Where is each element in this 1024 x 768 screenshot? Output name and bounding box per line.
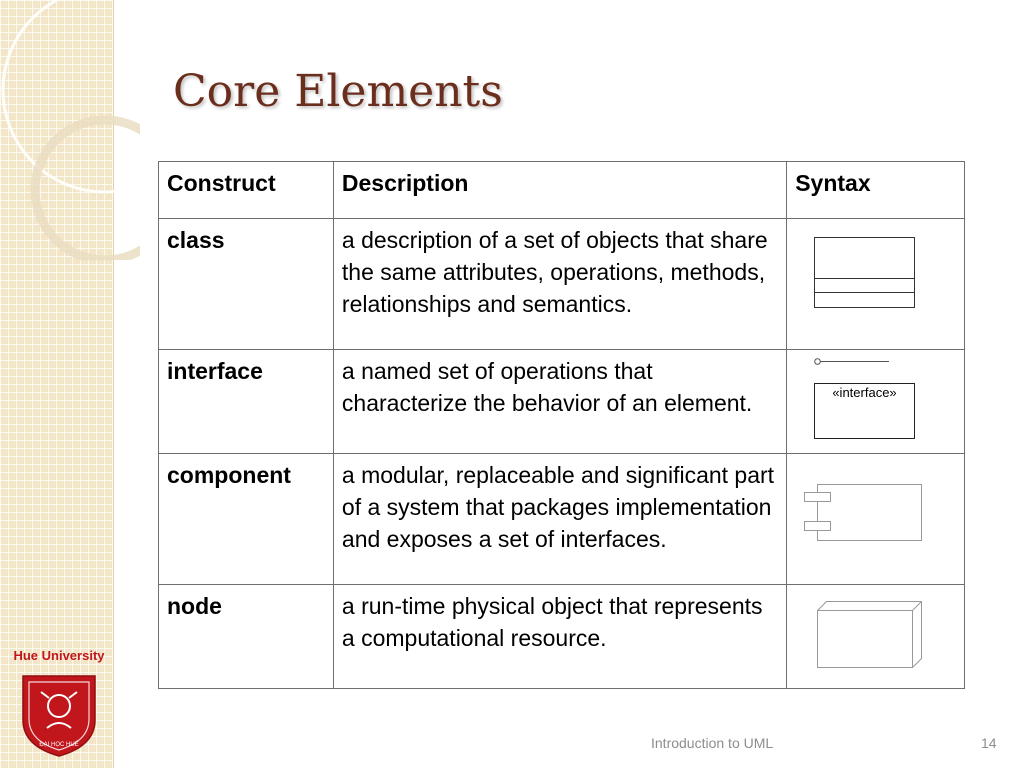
description-cell: a description of a set of objects that s… (332, 218, 788, 350)
interface-stereotype-label: «interface» (833, 385, 897, 400)
description-cell: a named set of operations that character… (332, 349, 788, 454)
table-row: component a modular, replaceable and sig… (158, 453, 965, 585)
construct-cell: class (158, 218, 334, 350)
page-number: 14 (981, 735, 997, 751)
university-shield-icon: ĐẠI HỌC HUẾ (22, 675, 96, 757)
construct-cell: interface (158, 349, 334, 454)
table-row: class a description of a set of objects … (158, 218, 965, 350)
syntax-cell (786, 584, 965, 689)
syntax-cell (786, 453, 965, 585)
syntax-cell: «interface» (786, 349, 965, 454)
construct-cell: node (158, 584, 334, 689)
description-cell: a run-time physical object that represen… (332, 584, 788, 689)
core-elements-table: Construct Description Syntax class a des… (158, 161, 965, 689)
footer-title: Introduction to UML (651, 735, 774, 751)
header-description: Description (332, 161, 788, 219)
header-construct: Construct (158, 161, 334, 219)
seal-text: ĐẠI HỌC HUẾ (39, 741, 78, 748)
node-symbol-icon (817, 601, 923, 668)
construct-cell: component (158, 453, 334, 585)
table-row: interface a named set of operations that… (158, 349, 965, 454)
table-header-row: Construct Description Syntax (158, 161, 965, 219)
component-symbol-icon (804, 484, 923, 541)
header-syntax: Syntax (786, 161, 965, 219)
class-symbol-icon (814, 237, 916, 308)
syntax-cell (786, 218, 965, 350)
decorative-sidebar (0, 0, 114, 768)
university-name: Hue University (13, 648, 105, 663)
table-row: node a run-time physical object that rep… (158, 584, 965, 689)
interface-symbol-icon: «interface» (814, 358, 916, 439)
description-cell: a modular, replaceable and significant p… (332, 453, 788, 585)
slide-title: Core Elements (173, 66, 503, 117)
decorative-arcs (1, 0, 140, 260)
